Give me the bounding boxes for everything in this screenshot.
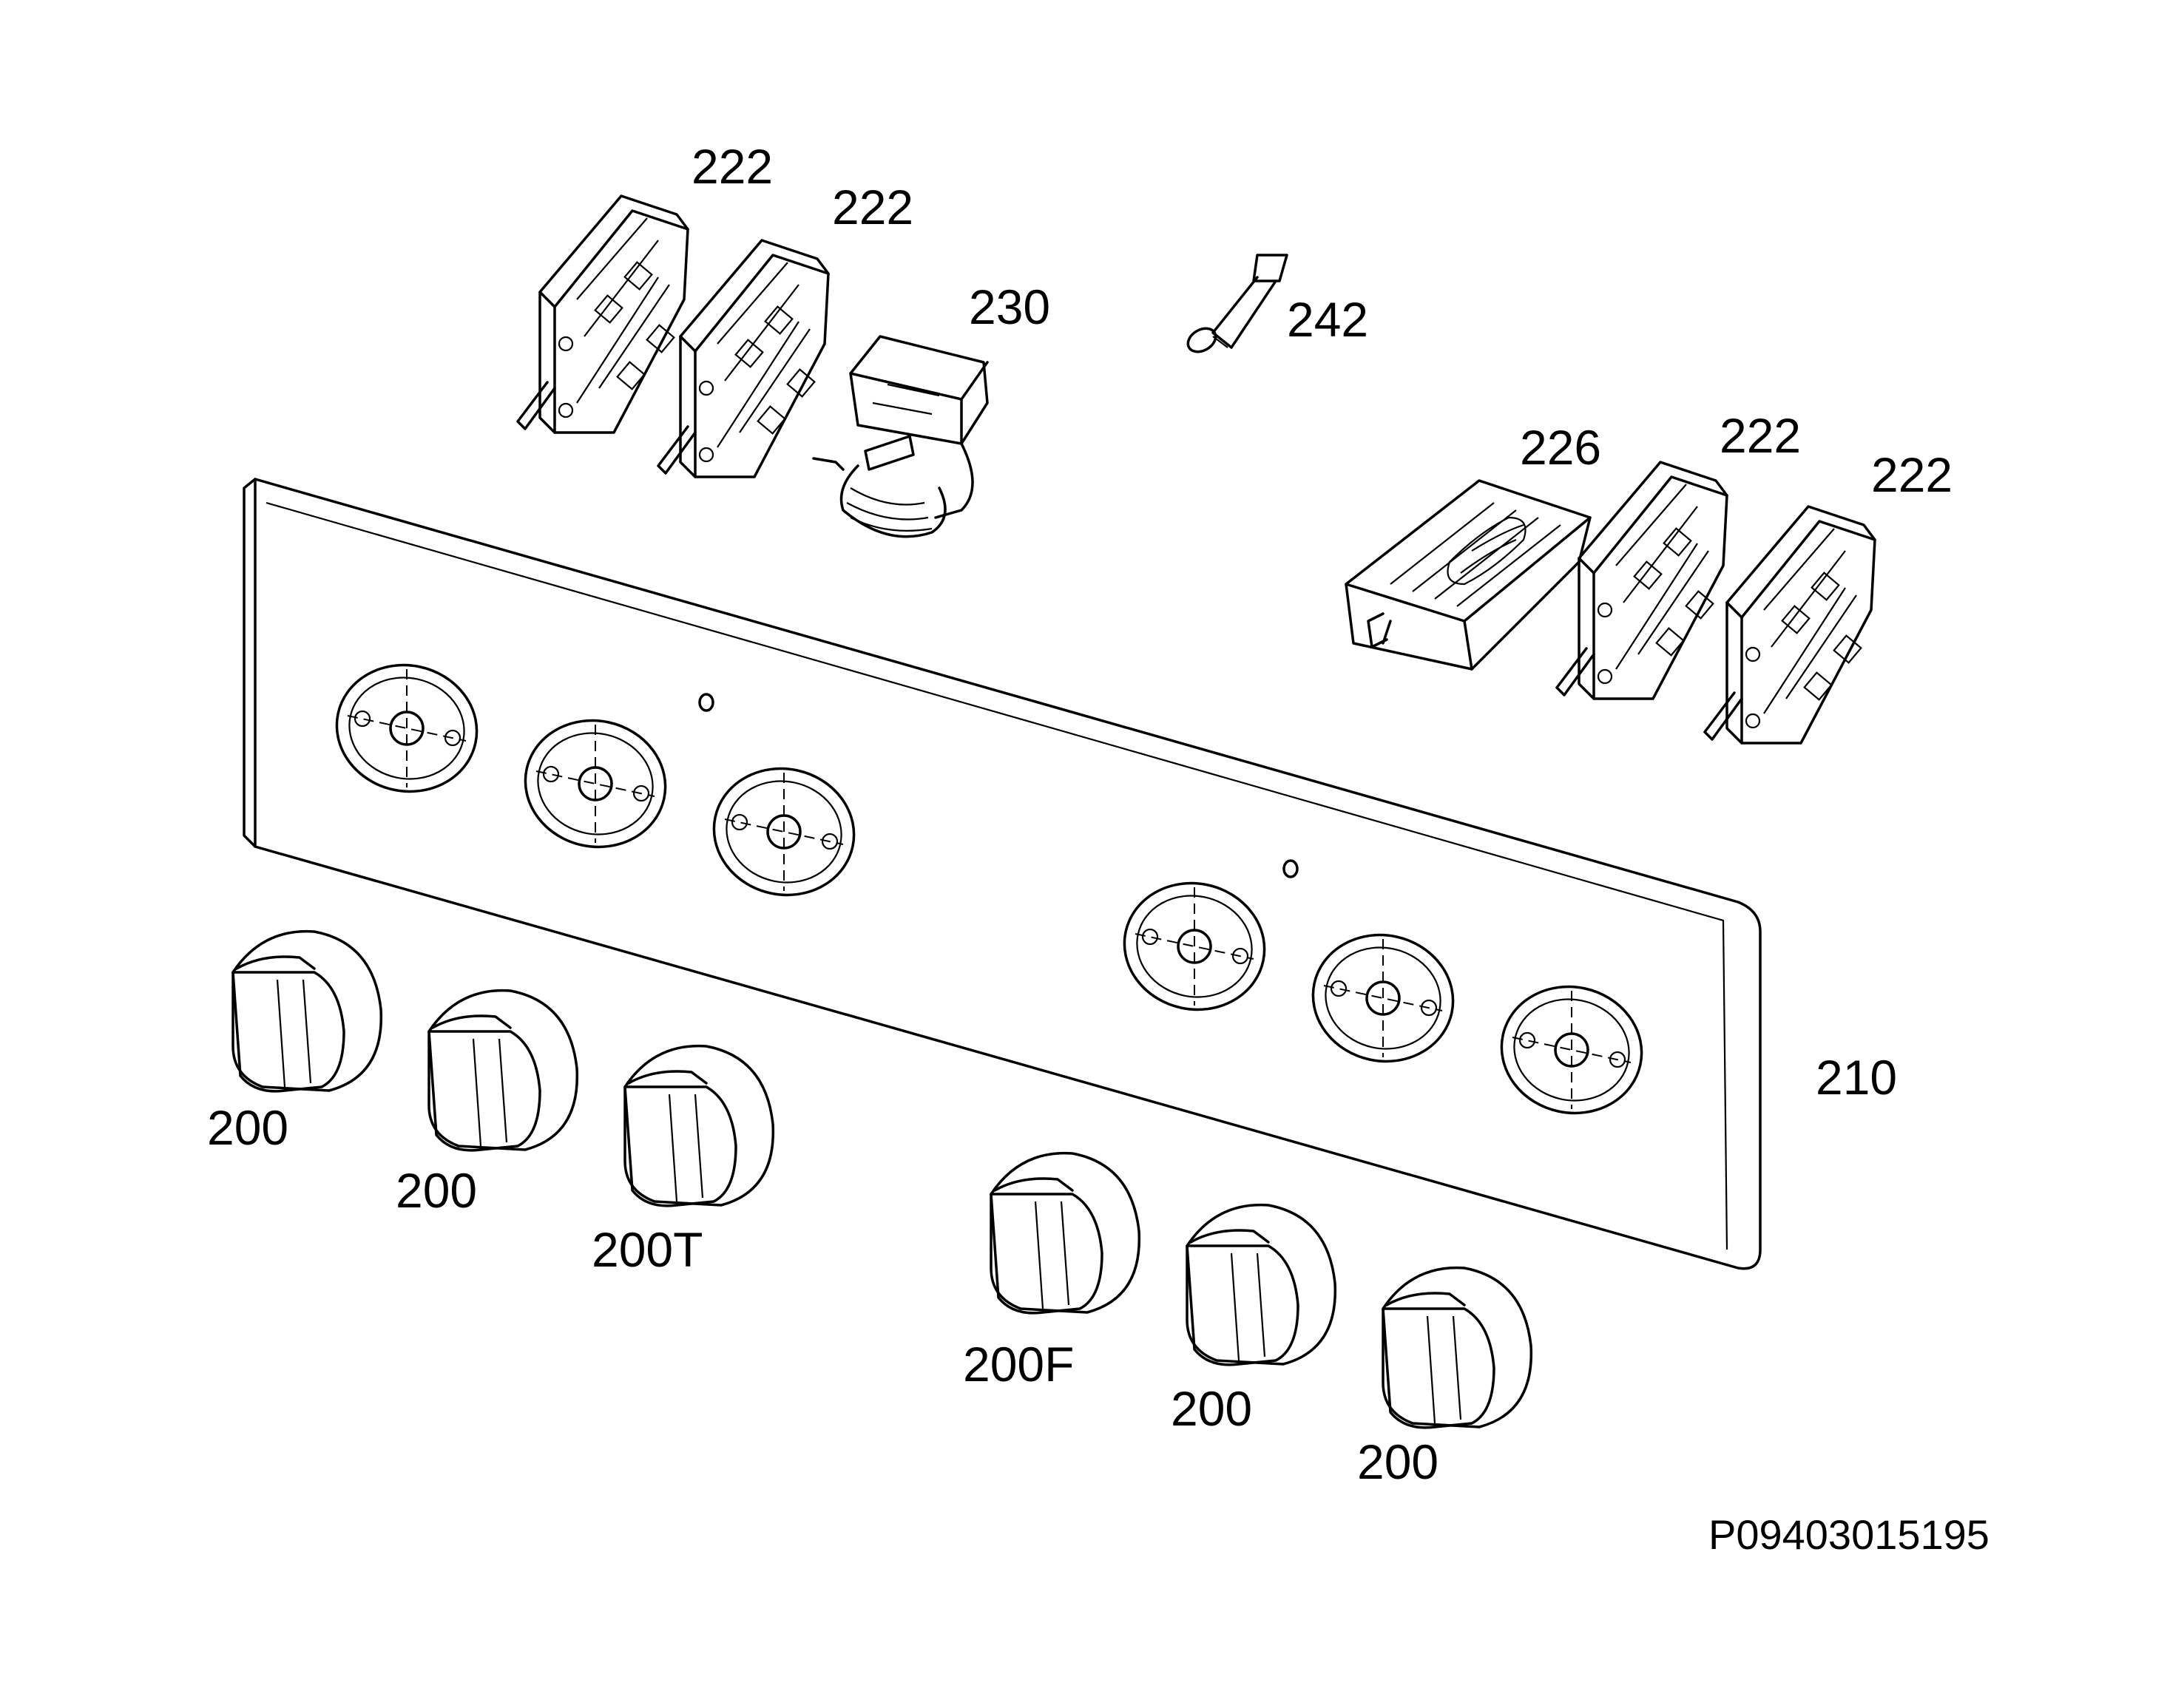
label-knob-6: 200 bbox=[1357, 1434, 1438, 1489]
thermostat bbox=[812, 335, 989, 538]
label-226: 226 bbox=[1520, 420, 1601, 475]
label-222-top-second: 222 bbox=[832, 180, 913, 234]
label-222-right-second: 222 bbox=[1871, 447, 1953, 502]
indicator-hole bbox=[1282, 859, 1299, 878]
indicator-hole bbox=[698, 693, 714, 712]
knob bbox=[427, 989, 579, 1152]
label-222-right-first: 222 bbox=[1720, 408, 1801, 463]
label-knob-2: 200 bbox=[396, 1163, 477, 1218]
panel-opening bbox=[1500, 985, 1643, 1115]
energy-regulator-switch bbox=[1703, 505, 1876, 745]
panel-opening bbox=[1123, 881, 1266, 1011]
label-242: 242 bbox=[1287, 292, 1368, 347]
label-knob-1: 200 bbox=[207, 1100, 288, 1155]
label-230: 230 bbox=[969, 279, 1050, 334]
label-knob-3: 200T bbox=[592, 1222, 703, 1277]
knob bbox=[623, 1044, 775, 1207]
drawing-code: P09403015195 bbox=[1708, 1511, 1989, 1558]
energy-regulator-switch bbox=[657, 239, 830, 478]
panel-opening bbox=[712, 767, 856, 897]
knob bbox=[990, 1151, 1141, 1315]
label-knob-5: 200 bbox=[1171, 1381, 1252, 1436]
panel-opening bbox=[524, 719, 667, 849]
knob bbox=[1382, 1266, 1533, 1429]
energy-regulator-switch bbox=[516, 194, 689, 434]
control-panel bbox=[243, 478, 1762, 1270]
label-knob-4: 200F bbox=[963, 1337, 1074, 1392]
panel-opening bbox=[335, 663, 479, 793]
selector-switch bbox=[1345, 479, 1592, 671]
energy-regulator-switch bbox=[1555, 461, 1728, 700]
panel-opening bbox=[1311, 933, 1455, 1063]
sensor bbox=[1186, 254, 1288, 353]
label-210: 210 bbox=[1816, 1050, 1897, 1105]
knob bbox=[231, 929, 383, 1093]
knob bbox=[1186, 1203, 1337, 1366]
label-222-top-left: 222 bbox=[692, 139, 773, 194]
